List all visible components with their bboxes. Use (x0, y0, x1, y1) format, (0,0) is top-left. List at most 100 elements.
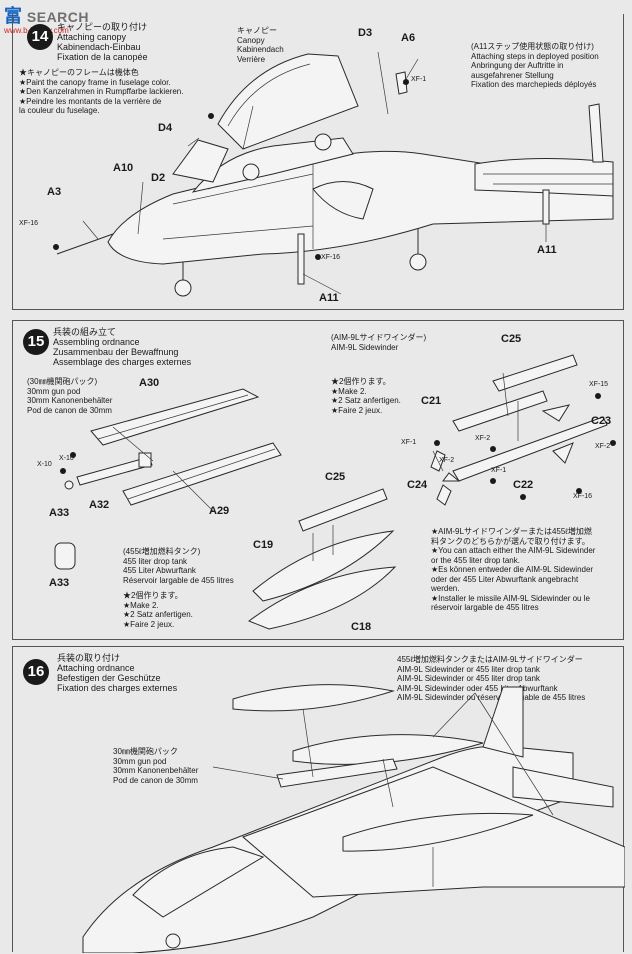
title-fr: Assemblage des charges externes (53, 357, 192, 367)
leader-lines (82, 51, 419, 295)
paint-dot (610, 440, 616, 446)
part-label-c24: C24 (407, 479, 428, 491)
main-wheel (409, 253, 427, 271)
note-line: réservoir largable de 455 litres (431, 603, 539, 612)
droptank-make2-note: ★2個作ります。 ★Make 2. ★2 Satz anfertigen. ★F… (123, 591, 193, 629)
paint-dot (576, 488, 582, 494)
missile-fin-c23 (541, 404, 571, 422)
pilot-rear (314, 133, 332, 151)
part-label-a32: A32 (89, 499, 110, 511)
caption-en: 30mm gun pod (27, 386, 81, 396)
cockpit-canopy (132, 846, 265, 918)
note-de: ★2 Satz anfertigen. (331, 396, 401, 405)
step-number-badge: 16 (23, 659, 49, 685)
missile-rail-c25 (492, 354, 578, 392)
paint-code-xf15: XF-15 (589, 381, 609, 388)
droptank-half-c19 (252, 530, 395, 602)
pitot-part (56, 233, 114, 255)
caption-de: 455 Liter Abwurftank (123, 566, 196, 575)
title-de: Befestigen der Geschütze (57, 673, 161, 683)
part-label-c23: C23 (591, 415, 612, 427)
air-intake (312, 181, 374, 220)
caption-fr: Pod de canon de 30mm (113, 775, 198, 785)
canopy-diagram (53, 51, 614, 297)
part-label-c18: C18 (351, 621, 372, 633)
gunpod-caption: (30㎜機関砲パック) 30mm gun pod 30mm Kanonenbeh… (27, 377, 112, 415)
note-en: ★Make 2. (331, 386, 367, 396)
paint-dot (403, 79, 409, 85)
sidewinder-nose (442, 472, 461, 482)
caption-fr: Pod de canon de 30mm (27, 405, 112, 415)
paint-code-xf1: XF-1 (401, 439, 417, 446)
droptank-lower (342, 812, 534, 852)
nose-wheel (165, 933, 181, 949)
part-label-a10: A10 (113, 162, 134, 174)
caption-en: AIM-9L Sidewinder or 455 liter drop tank (397, 664, 540, 674)
missile-fin-c24b (436, 484, 452, 506)
paint-code-xf1: XF-1 (411, 76, 427, 83)
inset-caption: (A11ステップ使用状態の取り付け) Attaching steps in de… (471, 42, 599, 90)
note-line: 料タンクのどちらかが選んで取り付けます。 (431, 536, 590, 546)
note-de: ★2 Satz anfertigen. (123, 610, 193, 619)
part-label-c19: C19 (253, 539, 274, 551)
step-title-block: 兵装の取り付け Attaching ordnance Befestigen de… (57, 653, 177, 693)
gunpod-leader-lines (112, 426, 214, 512)
caption-fr: Réservoir largable de 455 litres (123, 575, 234, 585)
inset-de: Anbringung der Auftritte in (471, 61, 564, 70)
note-fr: ★Faire 2 jeux. (331, 405, 383, 415)
note-fr: ★Faire 2 jeux. (123, 619, 175, 629)
nose-wheel (174, 279, 192, 297)
pod-cap-part (54, 542, 76, 570)
step-title-block: キャノピーの取り付け Attaching canopy Kabinendach-… (57, 22, 148, 62)
title-de: Kabinendach-Einbau (57, 42, 141, 52)
part-label-c25: C25 (501, 333, 522, 345)
caption-de: AIM-9L Sidewinder oder 455 Liter Abwurft… (397, 683, 558, 693)
pilot-front (242, 163, 260, 181)
part-label-c21: C21 (421, 395, 442, 407)
step-16-panel: 16 兵装の取り付け Attaching ordnance Befestigen… (12, 646, 625, 953)
note-line: ★AIM-9Lサイドワインダーまたは455ℓ増加燃 (431, 527, 592, 536)
step-part (297, 233, 305, 285)
paint-dot (60, 468, 66, 474)
sidewinder-body (452, 416, 608, 482)
tail-fin (482, 686, 524, 758)
note-jp: ★2個作ります。 (123, 591, 183, 600)
caption-leader-lines (212, 692, 554, 816)
caption-de: 30mm Kanonenbehälter (27, 396, 113, 405)
paint-code-xf16: XF-16 (321, 254, 341, 261)
sidewinder-caption: (AIM-9Lサイドワインダー) AIM-9L Sidewinder (331, 333, 426, 352)
fuselage-panel-lines (162, 164, 314, 249)
title-fr: Fixation de la canopée (57, 52, 148, 62)
muzzle-part (64, 480, 74, 490)
paint-code-xf1: XF-1 (491, 467, 507, 474)
watermark-en: SEARCH (26, 9, 90, 25)
title-en: Attaching canopy (57, 32, 127, 42)
caption-fr: Verrière (237, 54, 266, 64)
inset-step-part (542, 189, 550, 225)
note-line: ★Installer le missile AIM-9L Sidewinder … (431, 593, 590, 603)
part-label-a11: A11 (319, 292, 339, 304)
gunpod-half-a30 (90, 388, 260, 446)
paint-dot (490, 478, 496, 484)
gun-barrel-part (76, 456, 153, 486)
caption-jp: (30㎜機関砲パック) (27, 377, 98, 386)
gunpod-fitted (276, 758, 398, 788)
tailplane (512, 766, 614, 808)
paint-code-xf2: XF-2 (475, 435, 491, 442)
part-label-c22: C22 (513, 479, 534, 491)
antenna-part (395, 71, 408, 95)
canopy-frame-lines (227, 63, 311, 150)
watermark-cn: 富 (4, 6, 23, 26)
note-line: or the 455 liter drop tank. (431, 555, 520, 565)
launcher-rail-c21 (452, 390, 548, 432)
paint-code-x10: X-10 (37, 461, 52, 468)
part-label-a29: A29 (209, 505, 230, 517)
caption-en: 455 liter drop tank (123, 556, 188, 566)
inset-jp: (A11ステップ使用状態の取り付け) (471, 42, 594, 51)
paint-code-xf16: XF-16 (573, 493, 593, 500)
title-fr: Fixation des charges externes (57, 683, 178, 693)
choice-notes: ★AIM-9Lサイドワインダーまたは455ℓ増加燃 料タンクのどちらかが選んで取… (431, 527, 595, 613)
note-en: ★Make 2. (123, 600, 159, 610)
inset-fr: Fixation des marchepieds déployés (471, 80, 597, 89)
inset-en: Attaching steps in deployed position (471, 51, 599, 61)
